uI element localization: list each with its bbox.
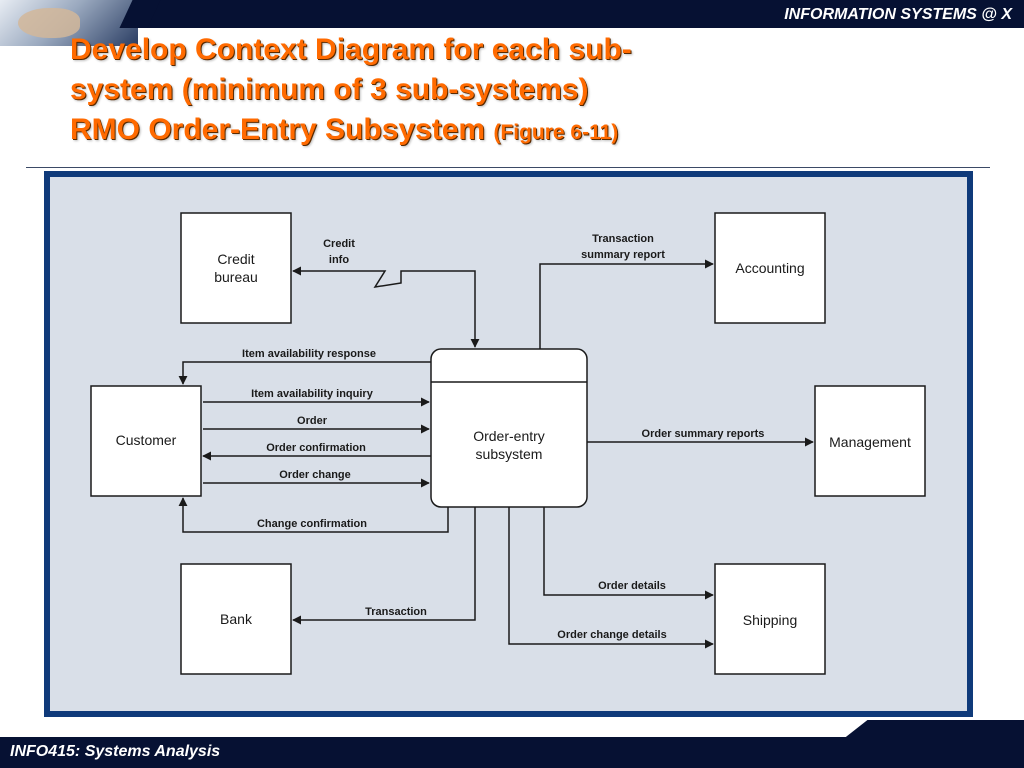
banner-photo bbox=[0, 0, 138, 46]
process-label-2: subsystem bbox=[476, 446, 543, 462]
org-label: INFORMATION SYSTEMS @ X bbox=[784, 6, 1012, 23]
flow-order-change-label: Order change bbox=[279, 469, 351, 481]
footer-wedge bbox=[842, 720, 1024, 740]
title-divider bbox=[26, 167, 990, 168]
title-line-1: Develop Context Diagram for each sub- bbox=[70, 33, 632, 66]
flow-credit-info-label-1: Credit bbox=[323, 238, 355, 250]
flow-transaction-summary-label-2: summary report bbox=[581, 249, 665, 261]
flow-order-label: Order bbox=[297, 415, 328, 427]
entity-credit-bureau-label-2: bureau bbox=[214, 269, 258, 285]
slide-title: Develop Context Diagram for each sub- sy… bbox=[70, 30, 830, 153]
title-line-3: RMO Order-Entry Subsystem (Figure 6-11) bbox=[70, 110, 830, 153]
flow-item-availability-response-label: Item availability response bbox=[242, 348, 376, 360]
flow-change-confirmation-label: Change confirmation bbox=[257, 518, 367, 530]
entity-bank: Bank bbox=[180, 563, 292, 675]
process-order-entry: Order-entry subsystem bbox=[430, 348, 588, 508]
context-diagram-canvas: Credit bureau Accounting Customer Manage… bbox=[90, 212, 926, 675]
course-label: INFO415: Systems Analysis bbox=[10, 743, 221, 760]
footer-banner bbox=[0, 737, 1024, 768]
figure-reference: (Figure 6-11) bbox=[493, 121, 619, 144]
top-banner bbox=[0, 0, 1024, 28]
flow-item-availability-response-line bbox=[178, 361, 431, 385]
entity-management: Management bbox=[814, 385, 926, 497]
flow-order-summary-reports-label: Order summary reports bbox=[642, 428, 765, 440]
title-line-3-main: RMO Order-Entry Subsystem bbox=[70, 113, 486, 146]
flow-item-availability-inquiry-label: Item availability inquiry bbox=[251, 388, 374, 400]
entity-management-label: Management bbox=[829, 434, 911, 450]
entity-accounting: Accounting bbox=[714, 212, 826, 324]
entity-customer-label: Customer bbox=[116, 432, 177, 448]
flow-change-confirmation-line bbox=[178, 497, 449, 533]
flow-order-change-details-line bbox=[508, 507, 714, 649]
flow-transaction-summary-label-1: Transaction bbox=[592, 233, 654, 245]
flow-credit-info-label-2: info bbox=[329, 254, 349, 266]
entity-bank-label: Bank bbox=[220, 611, 253, 627]
title-line-2: system (minimum of 3 sub-systems) bbox=[70, 73, 589, 106]
entity-accounting-label: Accounting bbox=[735, 260, 804, 276]
flow-transaction-label: Transaction bbox=[365, 606, 427, 618]
banner-photo-hand bbox=[18, 8, 80, 38]
flow-credit-info-line bbox=[292, 266, 480, 348]
entity-shipping-label: Shipping bbox=[743, 612, 798, 628]
flow-order-details-label: Order details bbox=[598, 580, 666, 592]
entity-customer: Customer bbox=[90, 385, 202, 497]
flow-order-details-line bbox=[543, 507, 714, 600]
flow-order-confirmation-label: Order confirmation bbox=[266, 442, 366, 454]
entity-credit-bureau: Credit bureau bbox=[180, 212, 292, 324]
process-label-1: Order-entry bbox=[473, 428, 545, 444]
entity-shipping: Shipping bbox=[714, 563, 826, 675]
flow-transaction-summary-line bbox=[539, 259, 714, 349]
entity-credit-bureau-label-1: Credit bbox=[217, 251, 254, 267]
flow-transaction-line bbox=[292, 507, 476, 625]
flow-order-change-details-label: Order change details bbox=[557, 629, 666, 641]
context-diagram: Credit bureau Accounting Customer Manage… bbox=[44, 171, 973, 717]
